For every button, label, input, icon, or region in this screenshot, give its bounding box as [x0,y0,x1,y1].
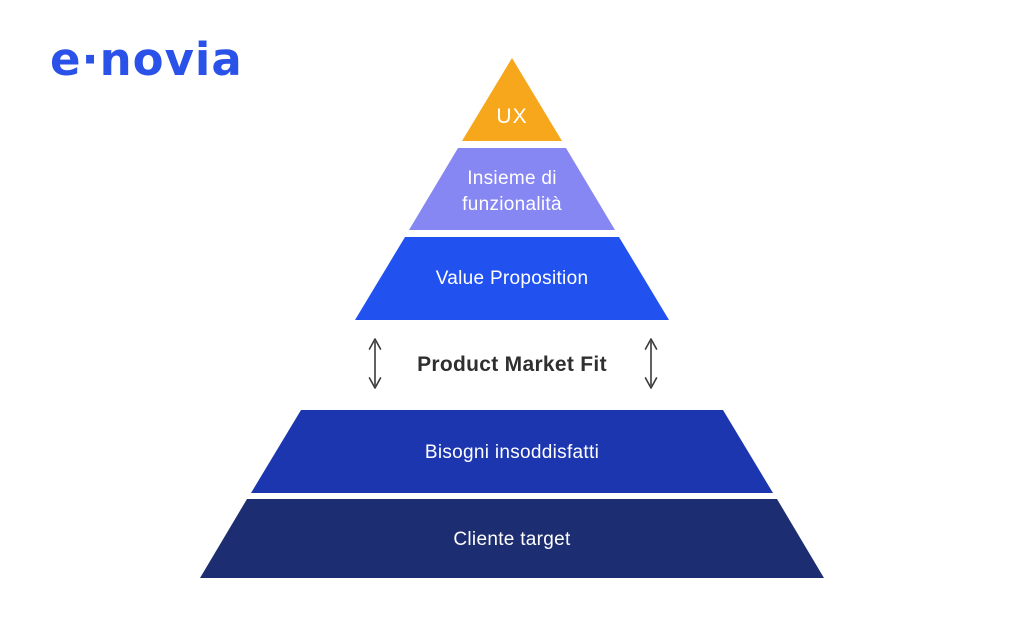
vertical-double-arrow-icon-right [644,338,658,389]
pyramid-tier-funzionalita: Insieme di funzionalità [409,148,615,230]
tier-bisogni-label: Bisogni insoddisfatti [425,442,599,463]
product-market-fit-label: Product Market Fit [417,353,607,376]
product-market-fit-annotation: Product Market Fit [368,338,658,389]
tier-cliente-label: Cliente target [453,529,571,550]
tier-funzionalita-label-line1: Insieme di [467,168,557,189]
tier-cliente-shape [200,499,824,578]
tier-value-proposition-shape [355,237,669,320]
tier-ux-shape [462,58,562,141]
vertical-double-arrow-icon-left [368,338,382,389]
tier-bisogni-shape [251,410,773,493]
tier-value-proposition-label: Value Proposition [436,268,589,289]
tier-funzionalita-label-line2: funzionalità [462,194,562,215]
tier-ux-label: UX [496,105,527,128]
pyramid-tier-bisogni: Bisogni insoddisfatti [251,410,773,493]
tier-funzionalita-shape [409,148,615,230]
enovia-logo: e·novia [50,33,243,86]
pyramid-tier-value-proposition: Value Proposition [355,237,669,320]
pyramid-tier-ux: UX [462,58,562,141]
pyramid-tier-cliente: Cliente target [200,499,824,578]
